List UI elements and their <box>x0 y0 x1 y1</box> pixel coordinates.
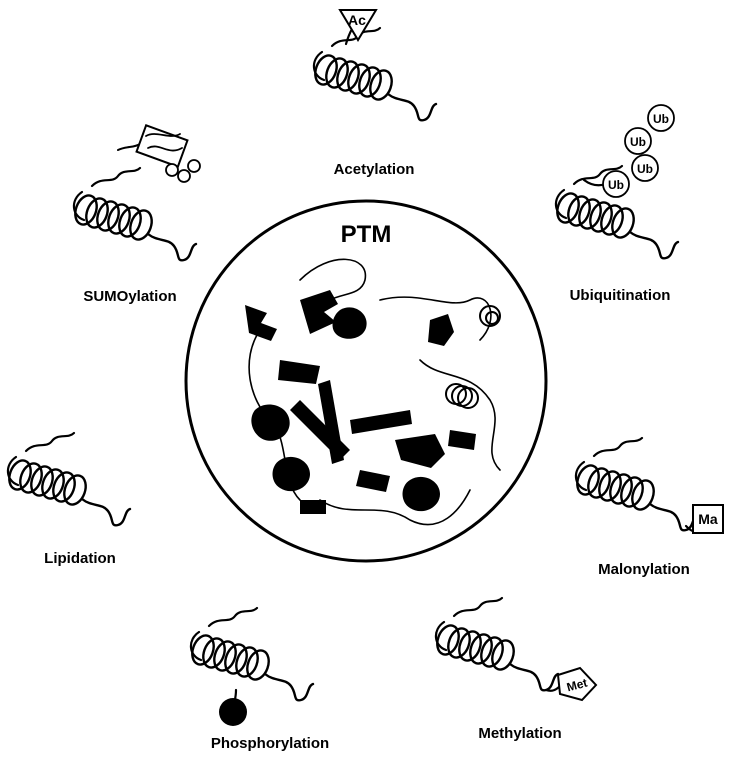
lipidation-motif <box>4 431 132 527</box>
svg-text:Ub: Ub <box>653 112 669 126</box>
sumoylation-motif <box>70 124 201 262</box>
malonylation-motif: Ma <box>572 436 724 534</box>
acetylation-motif: Ac <box>310 9 438 122</box>
malonyl-tag: Ma <box>698 511 718 527</box>
acetyl-group-icon <box>338 9 378 42</box>
center-circle <box>184 199 548 563</box>
phosphate-group-icon <box>219 698 247 726</box>
svg-text:Ub: Ub <box>608 178 624 192</box>
central-protein-structure <box>245 258 501 526</box>
svg-text:Ub: Ub <box>637 162 653 176</box>
label-phosphorylation: Phosphorylation <box>211 735 329 752</box>
label-lipidation: Lipidation <box>44 550 116 567</box>
center-title: PTM <box>341 221 392 248</box>
phosphorylation-motif <box>187 606 315 726</box>
label-acetylation: Acetylation <box>334 161 415 178</box>
ubiquitination-motif: Ub Ub Ub Ub <box>552 104 680 260</box>
malonyl-group-icon <box>692 504 724 534</box>
methylation-motif: Met <box>432 596 598 702</box>
methyl-tag: Met <box>565 676 589 695</box>
label-malonylation: Malonylation <box>598 561 690 578</box>
acetyl-tag: Ac <box>348 12 366 28</box>
sumo-protein-icon <box>117 124 201 183</box>
label-sumoylation: SUMOylation <box>83 288 176 305</box>
methyl-group-icon <box>556 666 598 702</box>
label-ubiquitination: Ubiquitination <box>570 287 671 304</box>
label-methylation: Methylation <box>478 725 561 742</box>
ubiquitin-chain-icon: Ub Ub Ub Ub <box>602 104 675 198</box>
svg-text:Ub: Ub <box>630 135 646 149</box>
